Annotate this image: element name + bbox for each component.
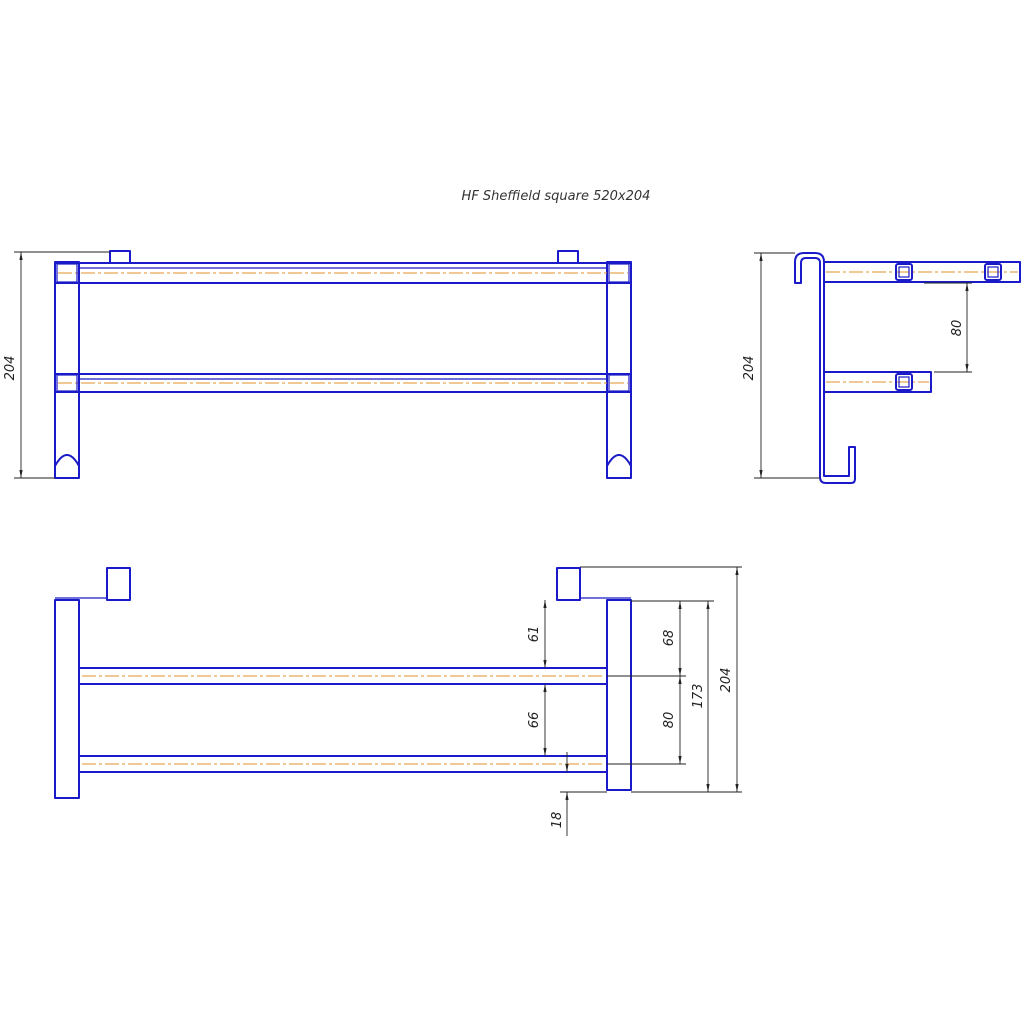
top-total-value: 204 <box>719 668 734 693</box>
top-left-upright <box>54 599 80 799</box>
top-total-dimension: 204 <box>580 566 742 793</box>
front-right-top-hook <box>557 250 579 264</box>
top-18-value: 18 <box>550 812 565 829</box>
top-68-dimension: 68 <box>607 601 686 677</box>
top-68-value: 68 <box>662 630 677 647</box>
side-hook-profile <box>794 252 856 484</box>
top-18-dimension: 18 <box>550 752 607 836</box>
front-top-bar <box>54 262 632 284</box>
top-left-hook <box>106 567 131 601</box>
side-height-dimension: 204 <box>742 252 820 479</box>
front-right-leg <box>606 261 632 479</box>
side-spacing-value: 80 <box>950 320 965 337</box>
side-spacing-dimension: 80 <box>924 282 972 373</box>
front-left-top-hook <box>109 250 131 264</box>
front-lower-bar <box>54 373 632 393</box>
side-lower-arm <box>823 371 932 393</box>
top-61-value: 61 <box>527 626 542 643</box>
front-right-hook-curve <box>606 454 632 467</box>
top-right-upright <box>606 599 632 791</box>
front-height-value: 204 <box>3 356 18 381</box>
front-left-hook-curve <box>54 454 80 467</box>
top-right-hook <box>556 567 581 601</box>
top-80-value: 80 <box>662 712 677 729</box>
side-view <box>794 252 1021 484</box>
top-66-dimension: 66 <box>527 684 547 756</box>
top-66-value: 66 <box>527 712 542 729</box>
side-height-value: 204 <box>742 356 757 381</box>
top-80-dimension: 80 <box>607 676 686 765</box>
top-61-dimension: 61 <box>527 600 547 668</box>
top-173-value: 173 <box>691 684 706 709</box>
side-upper-arm <box>823 261 1021 283</box>
front-view <box>54 250 632 479</box>
top-173-dimension: 173 <box>631 600 714 792</box>
drawing-title: HF Sheffield square 520x204 <box>462 189 651 204</box>
front-left-leg <box>54 261 80 479</box>
front-height-dimension: 204 <box>3 251 110 479</box>
